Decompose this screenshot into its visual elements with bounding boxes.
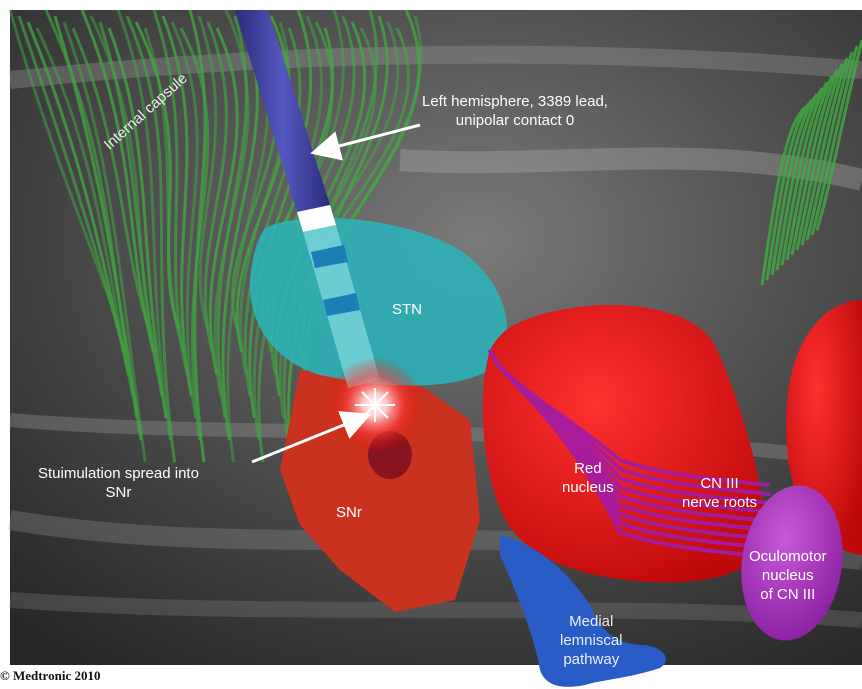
lead-label: Left hemisphere, 3389 lead, unipolar con… xyxy=(422,92,608,130)
cn3-label: CN III nerve roots xyxy=(682,474,757,512)
oculomotor-label-line3: of CN III xyxy=(749,585,827,604)
oculomotor-label-line1: Oculomotor xyxy=(749,547,827,566)
lead-label-line2: unipolar contact 0 xyxy=(422,111,608,130)
stimulation-label: Stuimulation spread into SNr xyxy=(38,464,199,502)
cn3-label-line2: nerve roots xyxy=(682,493,757,512)
oculomotor-label-line2: nucleus xyxy=(749,566,827,585)
red-nucleus-label: Red nucleus xyxy=(562,459,614,497)
snr-label: SNr xyxy=(336,503,362,522)
red-nucleus-label-line2: nucleus xyxy=(562,478,614,497)
oculomotor-label: Oculomotor nucleus of CN III xyxy=(749,547,827,604)
medial-lemniscus-label-line2: lemniscal xyxy=(560,631,623,650)
stimulation-label-line2: SNr xyxy=(38,483,199,502)
cn3-label-line1: CN III xyxy=(682,474,757,493)
stimulation-label-line1: Stuimulation spread into xyxy=(38,464,199,483)
lead-label-line1: Left hemisphere, 3389 lead, xyxy=(422,92,608,111)
medial-lemniscus-label-line1: Medial xyxy=(560,612,623,631)
medial-lemniscus-label: Medial lemniscal pathway xyxy=(560,612,623,669)
stn-label: STN xyxy=(392,300,422,319)
medial-lemniscus-label-line3: pathway xyxy=(560,650,623,669)
copyright-notice: © Medtronic 2010 xyxy=(0,668,100,684)
red-nucleus-label-line1: Red xyxy=(562,459,614,478)
